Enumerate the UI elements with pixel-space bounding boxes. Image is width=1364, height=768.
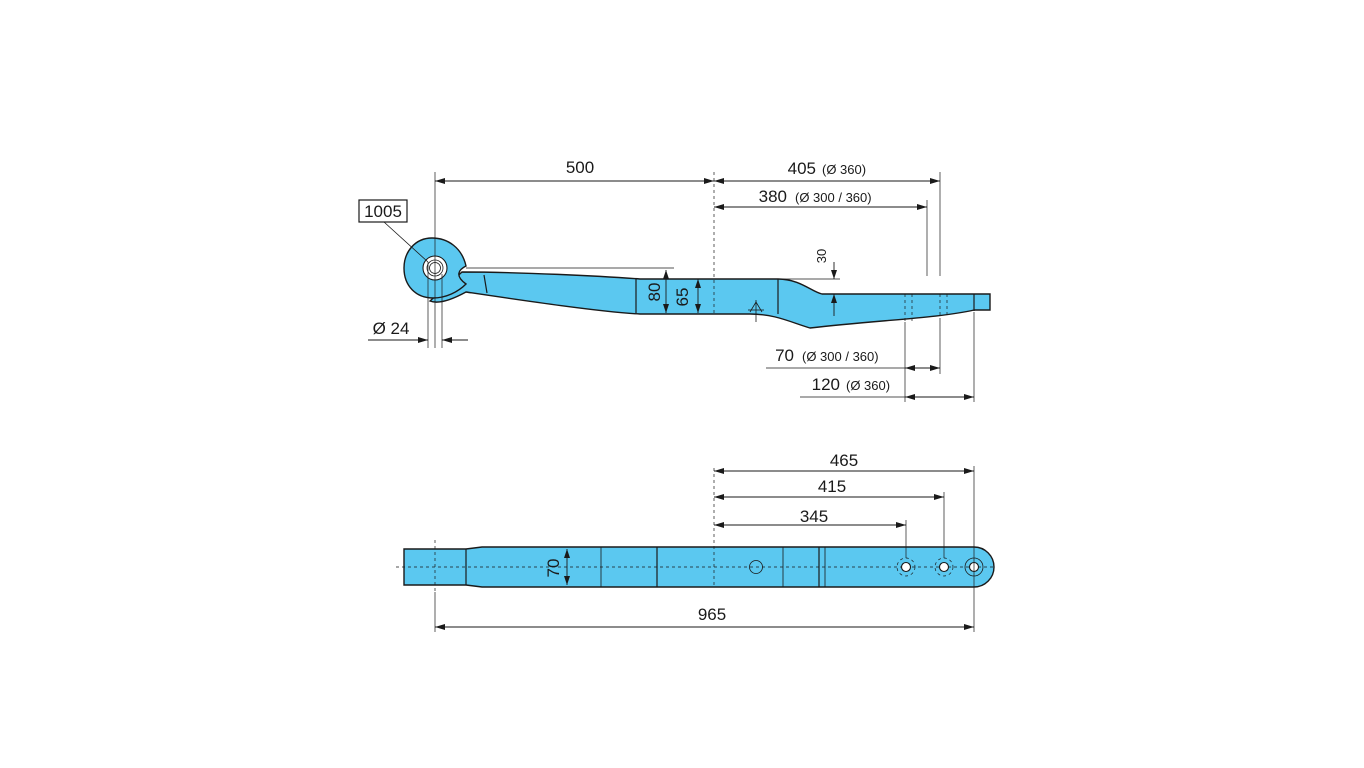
- dim-70s-note: (Ø 300 / 360): [802, 349, 879, 364]
- dim-415-label: 415: [818, 477, 846, 496]
- dim-80-arrow-bottom: [663, 304, 669, 313]
- dim-30-arrow-top: [831, 270, 837, 279]
- dim-380-arrow-right: [917, 204, 927, 210]
- dim-380-note: (Ø 300 / 360): [795, 190, 872, 205]
- dim-965-arrow-left: [435, 624, 445, 630]
- part-number-box: [358, 199, 408, 223]
- hole-1: [900, 561, 912, 573]
- dim-500-arrow-right: [704, 178, 714, 184]
- dim-965-arrow-right: [964, 624, 974, 630]
- side-view: 500 405 (Ø 360) 380 (Ø 300 / 360) 1005 3…: [358, 158, 991, 402]
- dim-24-arrow-right: [442, 337, 452, 343]
- dim-65-arrow-top: [695, 279, 701, 288]
- spring-leaf-side: [428, 271, 991, 329]
- dim-30-arrow-bottom: [831, 294, 837, 303]
- dim-65-label: 65: [673, 288, 692, 307]
- dim-70w-arrow-bottom: [564, 576, 570, 585]
- dim-120-label: 120: [812, 375, 840, 394]
- dim-70w-label: 70: [544, 559, 563, 578]
- dim-24-arrow-left: [418, 337, 428, 343]
- dim-65-arrow-bottom: [695, 304, 701, 313]
- dim-345-arrow-left: [714, 522, 724, 528]
- dim-70s-arrow-right: [930, 365, 940, 371]
- dim-80-arrow-top: [663, 270, 669, 279]
- dim-70s-arrow-left: [905, 365, 915, 371]
- dim-465-arrow-right: [964, 468, 974, 474]
- dim-120-note: (Ø 360): [846, 378, 890, 393]
- dim-405-arrow-right: [930, 178, 940, 184]
- dim-465-label: 465: [830, 451, 858, 470]
- dim-24-label: Ø 24: [373, 319, 410, 338]
- dim-405-arrow-left: [714, 178, 724, 184]
- dim-345-label: 345: [800, 507, 828, 526]
- dim-415-arrow-right: [934, 494, 944, 500]
- dim-415-arrow-left: [714, 494, 724, 500]
- dim-120-arrow-left: [905, 394, 915, 400]
- dim-80-label: 80: [645, 283, 664, 302]
- dim-120-arrow-right: [964, 394, 974, 400]
- dim-70w-arrow-top: [564, 549, 570, 558]
- dim-345-arrow-right: [896, 522, 906, 528]
- hole-2: [938, 561, 950, 573]
- dim-405-label: 405: [788, 159, 816, 178]
- center-bolt-hole: [749, 560, 763, 574]
- dim-380-arrow-left: [714, 204, 724, 210]
- dim-500-arrow-left: [435, 178, 445, 184]
- dim-30-label: 30: [814, 249, 829, 263]
- dim-465-arrow-left: [714, 468, 724, 474]
- part-number-label: 1005: [364, 202, 402, 221]
- top-view: 465 415 345 70 965: [396, 451, 996, 632]
- dim-500-label: 500: [566, 158, 594, 177]
- center-bolt-head: [749, 301, 763, 313]
- dim-70s-label: 70: [775, 346, 794, 365]
- leaf-step-line: [483, 274, 488, 294]
- dim-380-label: 380: [759, 187, 787, 206]
- part-number-leader: [383, 221, 429, 263]
- dim-965-label: 965: [698, 605, 726, 624]
- dim-405-note: (Ø 360): [822, 162, 866, 177]
